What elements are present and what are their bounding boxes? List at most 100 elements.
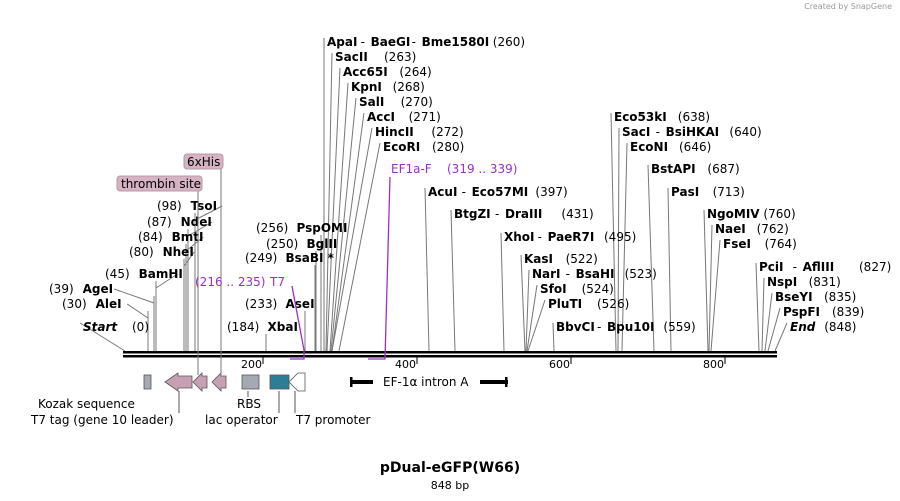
- cut-leader: [774, 322, 788, 352]
- enzyme-sep: -: [462, 185, 466, 199]
- enzyme-name: BaeGI: [371, 35, 411, 49]
- enzyme-name: XbaI: [268, 320, 298, 334]
- thrombin-box: thrombin site: [116, 175, 203, 375]
- enzyme-name: BsiHKAI: [666, 125, 720, 139]
- enzyme-name: KpnI: [351, 80, 382, 94]
- enzyme-position: (30): [62, 297, 87, 311]
- enzyme-position: (80): [129, 245, 154, 259]
- cut-leader: [552, 322, 555, 352]
- enzyme-sep: -: [793, 260, 797, 274]
- intron-label: EF-1α intron A: [383, 375, 469, 389]
- cut-leader: [330, 97, 357, 352]
- cut-leader: [710, 239, 721, 352]
- enzyme-name: FseI: [723, 237, 751, 251]
- enzyme-name: SfoI: [540, 282, 567, 296]
- enzyme-position: (272): [431, 125, 463, 139]
- sequence-backbone: [123, 351, 777, 358]
- enzyme-name: KasI: [524, 252, 553, 266]
- his-label: 6xHis: [187, 155, 220, 169]
- cut-leader-diag: [187, 221, 213, 237]
- cut-leader: [325, 52, 333, 352]
- enzyme-name: XhoI: [504, 230, 535, 244]
- t7tag-feature: [164, 372, 193, 392]
- enzyme-sep: -: [495, 207, 499, 221]
- plasmid-name: pDual-eGFP(W66): [379, 460, 521, 476]
- enzyme-name: NgoMIV: [707, 207, 760, 221]
- enzyme-name: PaeR7I: [548, 230, 595, 244]
- lacop-feature: [269, 374, 290, 390]
- enzyme-name: EcoNI: [630, 140, 668, 154]
- cut-leader: [526, 284, 538, 352]
- enzyme-position: (260): [493, 35, 525, 49]
- thrombin-feature: [211, 372, 227, 392]
- enzyme-position: (0): [132, 320, 149, 334]
- rbs-label: RBS: [237, 397, 261, 411]
- enzyme-name: BstAPI: [651, 162, 696, 176]
- ef1a-primer-name: EF1a-F: [391, 162, 432, 176]
- his-box: 6xHis: [183, 153, 224, 375]
- enzyme-name: AleI: [96, 297, 122, 311]
- enzyme-name: AcuI: [428, 185, 457, 199]
- cut-leader: [329, 82, 349, 352]
- cut-leader-diag: [114, 288, 155, 304]
- enzyme-sep: -: [412, 35, 416, 49]
- enzyme-position: (495): [604, 230, 636, 244]
- enzyme-sep: -: [656, 125, 660, 139]
- cut-site-leaders: [79, 38, 788, 352]
- enzyme-name: AseI: [286, 297, 315, 311]
- enzyme-position: (268): [393, 80, 425, 94]
- enzyme-position: (397): [535, 185, 567, 199]
- enzyme-name: BglII: [307, 237, 338, 251]
- enzyme-sep: -: [566, 267, 570, 281]
- cut-leader: [500, 232, 505, 352]
- enzyme-position: (98): [157, 199, 182, 213]
- enzyme-position: (831): [809, 275, 841, 289]
- cut-leader: [79, 322, 126, 352]
- enzyme-position: (835): [824, 290, 856, 304]
- kozak-feature: [143, 374, 152, 390]
- enzyme-name: Eco53kI: [614, 110, 667, 124]
- enzyme-name: SacII: [335, 50, 368, 64]
- enzyme-name: AflIII: [803, 260, 835, 274]
- enzyme-sep: -: [597, 320, 601, 334]
- cut-leader-diag: [194, 205, 223, 221]
- enzyme-position: (264): [399, 65, 431, 79]
- cut-leader: [331, 127, 373, 352]
- cut-leader: [424, 187, 430, 352]
- enzyme-name: PspFI: [783, 305, 820, 319]
- enzyme-position: (250): [266, 237, 298, 251]
- cut-leader: [755, 262, 760, 352]
- primer-ef1a: EF1a-F (319 .. 339): [368, 162, 517, 360]
- enzyme-name: BmtI: [172, 230, 204, 244]
- primer-t7: (216 .. 235) T7: [195, 275, 305, 360]
- enzyme-position: (256): [256, 221, 288, 235]
- cut-leader: [647, 164, 655, 352]
- enzyme-labels: Start(0)(30)AleI(39)AgeI(45)BamHI(80)Nhe…: [49, 35, 891, 334]
- cut-leader: [667, 187, 672, 352]
- enzyme-position: (87): [147, 215, 172, 229]
- kozak-label: Kozak sequence: [38, 397, 135, 411]
- enzyme-name: Bpu10I: [607, 320, 654, 334]
- enzyme-position: (638): [678, 110, 710, 124]
- enzyme-name: SalI: [359, 95, 384, 109]
- enzyme-position: (524): [582, 282, 614, 296]
- enzyme-position: (640): [729, 125, 761, 139]
- enzyme-position: (39): [49, 282, 74, 296]
- enzyme-name: ApaI: [327, 35, 357, 49]
- thrombin-label: thrombin site: [121, 177, 201, 191]
- t7-primer-range: (216 .. 235): [195, 275, 265, 289]
- ruler-label: 800: [703, 358, 724, 371]
- enzyme-name: DraIII: [505, 207, 542, 221]
- ruler-label: 600: [549, 358, 570, 371]
- cut-leader: [761, 277, 765, 352]
- ruler-label: 200: [241, 358, 262, 371]
- enzyme-name: HincII: [375, 125, 414, 139]
- cut-leader: [326, 67, 341, 352]
- cut-leader: [525, 269, 530, 352]
- enzyme-name: TsoI: [191, 199, 217, 213]
- enzyme-position: (271): [409, 110, 441, 124]
- enzyme-sep: -: [538, 230, 542, 244]
- enzyme-name: Acc65I: [343, 65, 388, 79]
